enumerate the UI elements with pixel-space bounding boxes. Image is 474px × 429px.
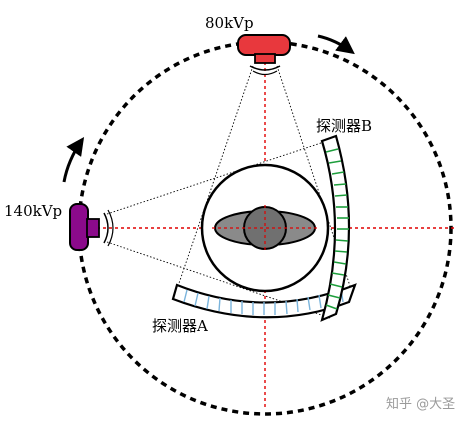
detector-b-label: 探测器B xyxy=(316,117,372,135)
clockwise-arrow-icon xyxy=(62,137,85,183)
xray-tube-top xyxy=(237,34,291,76)
clockwise-arrow-icon xyxy=(317,34,355,55)
xray-fan-top xyxy=(175,65,353,293)
tube-top-label: 80kVp xyxy=(205,14,254,32)
detector-b xyxy=(320,134,351,322)
tube-left-label: 140kVp xyxy=(4,202,62,220)
xray-tube-left xyxy=(69,203,114,251)
watermark-text: 知乎 @大圣 xyxy=(386,396,455,412)
detector-a-label: 探测器A xyxy=(152,317,208,335)
